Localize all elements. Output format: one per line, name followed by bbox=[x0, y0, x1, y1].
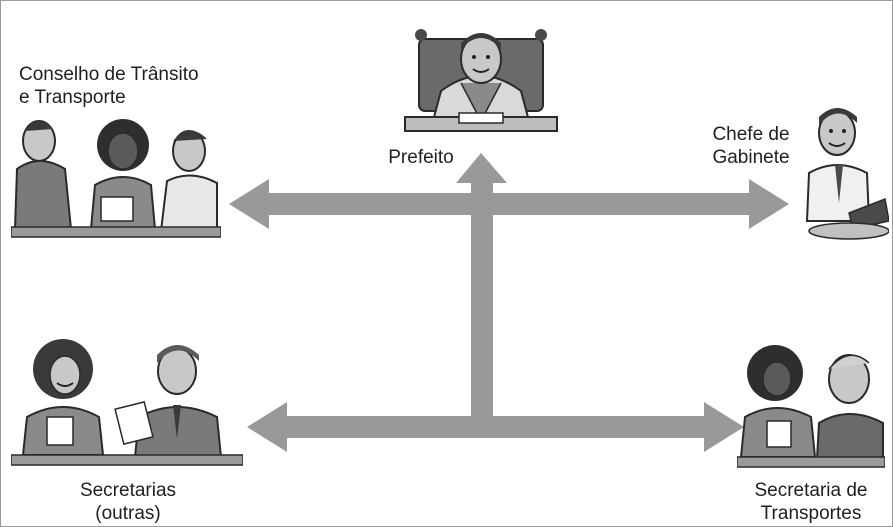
prefeito-label: Prefeito bbox=[388, 147, 454, 168]
secretarias-label: Secretarias (outras) bbox=[79, 480, 177, 524]
chief-of-staff-icon bbox=[805, 108, 889, 240]
conselho-label: Conselho de Trânsito e Transporte bbox=[19, 64, 199, 108]
chefe-label: Chefe de Gabinete bbox=[712, 124, 790, 168]
lower-horizontal-arrow bbox=[247, 402, 744, 452]
secretaries-icon bbox=[11, 339, 243, 466]
council-meeting-icon bbox=[11, 119, 221, 238]
transport-secretary-icon bbox=[737, 345, 885, 468]
mayor-figure-icon bbox=[404, 29, 558, 132]
vertical-arrow bbox=[456, 153, 507, 427]
transportes-label: Secretaria de Transportes bbox=[754, 480, 868, 524]
upper-horizontal-arrow bbox=[229, 179, 789, 229]
